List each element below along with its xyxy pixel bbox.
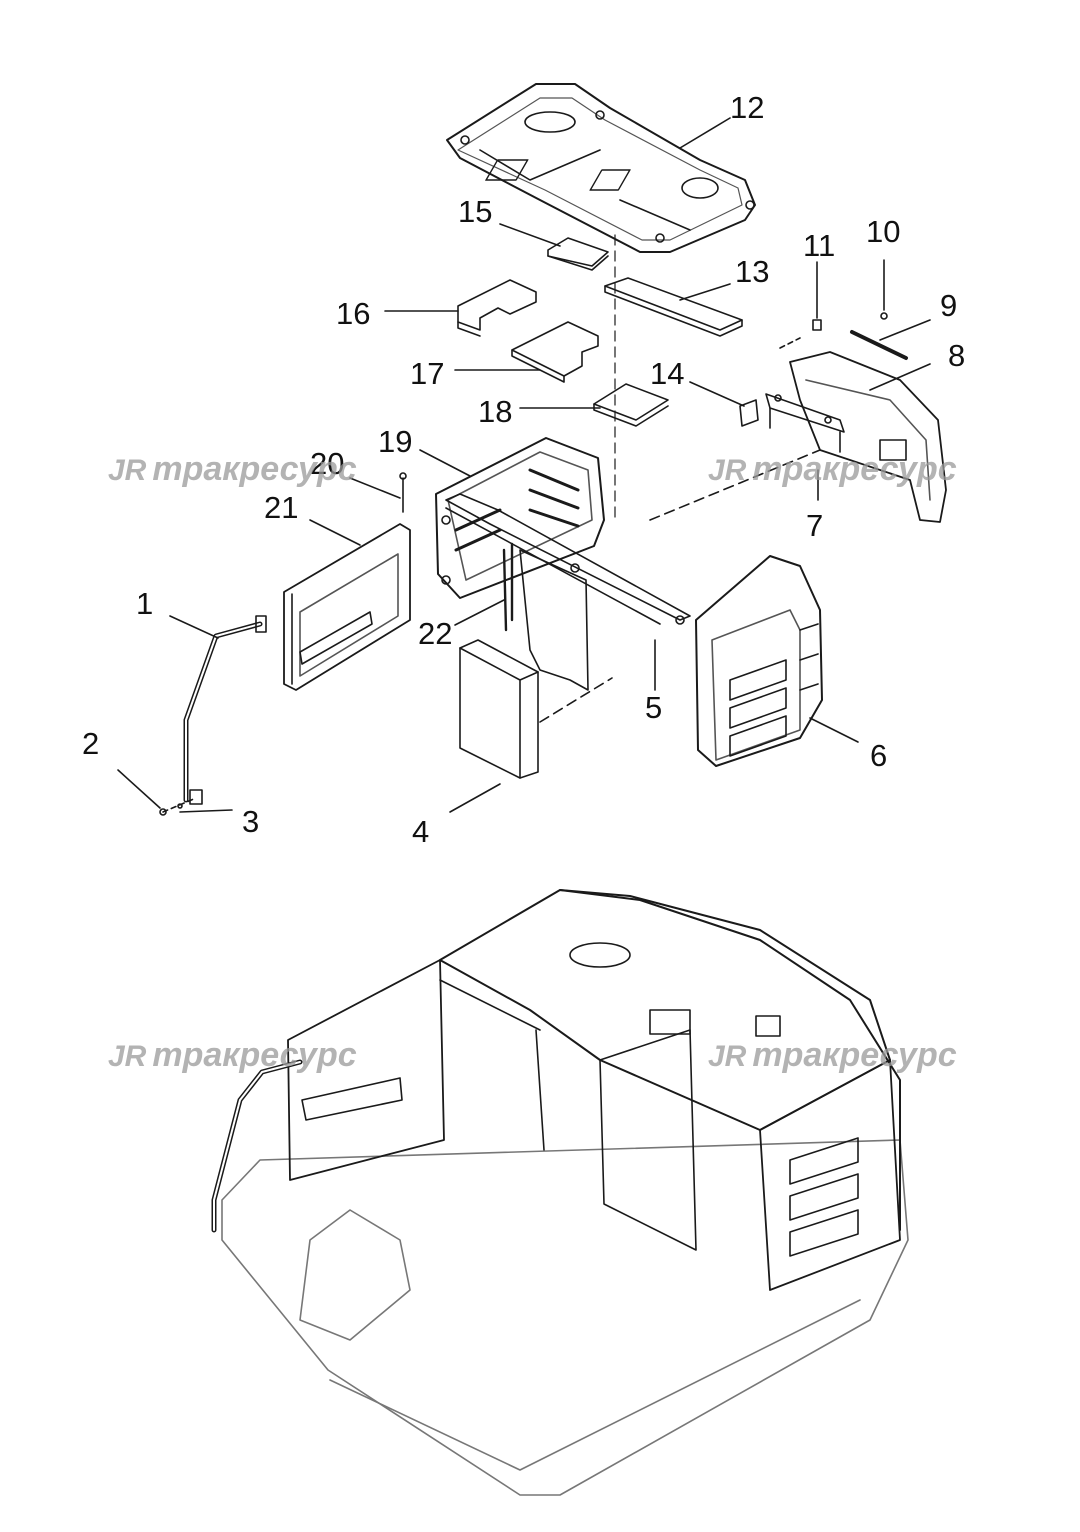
axis-11 <box>779 337 801 349</box>
leader-12 <box>679 117 731 149</box>
part-17-pad <box>511 321 599 383</box>
part-19-frame-left <box>435 437 605 599</box>
callout-10: 10 <box>866 214 901 249</box>
callout-20: 20 <box>310 446 345 481</box>
callout-17: 17 <box>410 356 445 391</box>
watermark-text: тракресурс <box>752 450 957 488</box>
leader-2 <box>117 769 161 809</box>
part-5-beam <box>445 493 691 625</box>
callout-12: 12 <box>730 90 765 125</box>
part-8-counterweight <box>789 351 947 523</box>
axis-4 <box>539 677 613 723</box>
leader-15 <box>499 223 561 247</box>
part-21-side-plate <box>283 523 411 691</box>
callout-16: 16 <box>336 296 371 331</box>
part-16-pad <box>457 279 537 337</box>
callout-13: 13 <box>735 254 770 289</box>
leader-13 <box>679 283 731 301</box>
leader-19 <box>419 449 471 477</box>
callout-14: 14 <box>650 356 685 391</box>
leader-4 <box>449 783 501 813</box>
leader-3 <box>179 809 233 813</box>
part-4-pad <box>459 639 539 779</box>
leader-9 <box>879 319 931 341</box>
leader-14 <box>689 381 745 407</box>
part-9-rod <box>850 330 908 360</box>
callout-5: 5 <box>645 690 663 725</box>
callout-21: 21 <box>264 490 299 525</box>
watermark-logo: JR <box>708 454 747 487</box>
part-7-bracket <box>765 393 845 453</box>
watermark-logo: JR <box>708 1040 747 1073</box>
callout-9: 9 <box>940 288 958 323</box>
part-22-plate <box>502 542 589 691</box>
callout-3: 3 <box>242 804 260 839</box>
assembled-machine-frame <box>211 889 909 1496</box>
callout-7: 7 <box>806 508 824 543</box>
leader-8 <box>869 363 931 391</box>
callout-18: 18 <box>478 394 513 429</box>
callout-4: 4 <box>412 814 430 849</box>
callout-11: 11 <box>803 228 836 263</box>
callout-8: 8 <box>948 338 966 373</box>
leader-21 <box>309 519 361 546</box>
callout-15: 15 <box>458 194 493 229</box>
leader-6 <box>809 717 859 743</box>
leader-1 <box>169 615 219 639</box>
callout-6: 6 <box>870 738 888 773</box>
watermark-text: тракресурс <box>152 1036 357 1074</box>
leader-22 <box>454 599 505 626</box>
watermark-text: тракресурс <box>152 450 357 488</box>
part-15-pad <box>547 237 609 271</box>
axis-7 <box>649 449 821 521</box>
callout-2: 2 <box>82 726 100 761</box>
part-10-nut <box>880 259 888 320</box>
part-12-top-cover <box>446 83 756 253</box>
part-13-pad <box>604 277 743 337</box>
part-2-3-fasteners <box>159 797 197 816</box>
part-1-handrail <box>183 615 267 805</box>
leader-20 <box>349 477 401 499</box>
watermark-logo: JR <box>108 454 147 487</box>
part-14-bracket <box>739 399 759 427</box>
watermark-logo: JR <box>108 1040 147 1073</box>
callout-22: 22 <box>418 616 453 651</box>
part-20-bolt <box>399 472 407 513</box>
callout-1: 1 <box>136 586 154 621</box>
part-6-side-panel <box>695 555 823 767</box>
watermark-text: тракресурс <box>752 1036 957 1074</box>
part-11-bolt <box>812 261 822 331</box>
callout-19: 19 <box>378 424 413 459</box>
